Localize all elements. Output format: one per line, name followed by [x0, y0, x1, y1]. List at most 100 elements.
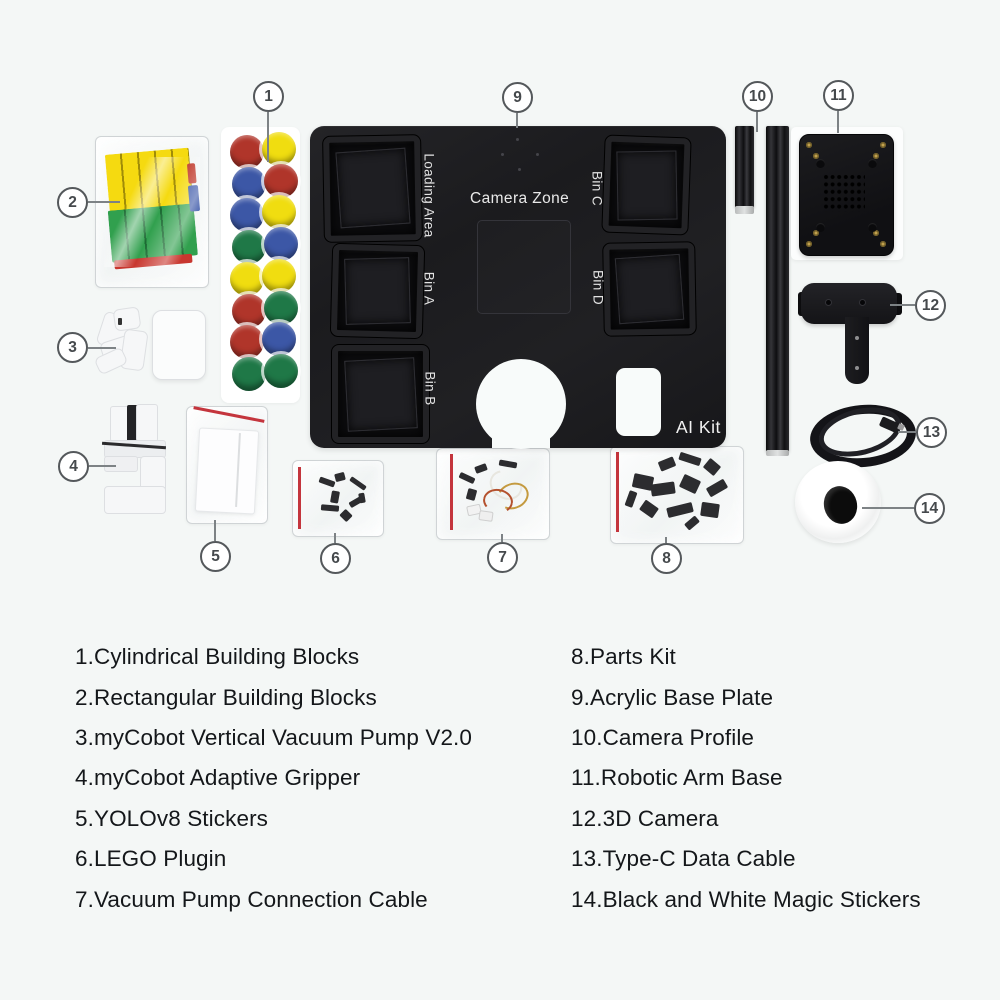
bin-b-container [332, 345, 429, 443]
parts-kit-bag [610, 446, 744, 544]
part-chip [465, 488, 478, 501]
leader-line-3 [88, 347, 116, 349]
part-chip [330, 490, 340, 504]
callout-number: 5 [211, 547, 220, 565]
screw-icon [873, 153, 879, 159]
cylinder-block-red [232, 294, 266, 328]
part-chip [705, 478, 729, 498]
callout-number: 11 [830, 86, 847, 104]
part-chip [702, 457, 722, 477]
part-list-item: 2.Rectangular Building Blocks [75, 684, 377, 710]
leader-line-7 [501, 534, 503, 542]
camera-profile-long [766, 126, 789, 452]
part-chip [458, 471, 476, 485]
screw-hole [501, 153, 504, 156]
stem-screw-hole [855, 366, 859, 370]
callout-number: 6 [331, 549, 340, 567]
bag-zip-line [193, 406, 265, 423]
cable-connector [478, 510, 494, 522]
callout-12: 12 [915, 290, 946, 321]
screw-icon [806, 241, 812, 247]
rectangular-blocks-bag [95, 136, 209, 288]
rubber-foot [868, 223, 877, 232]
loading-area-bin [323, 135, 422, 242]
leader-line-12 [890, 304, 915, 306]
part-list-item: 11.Robotic Arm Base [571, 765, 783, 791]
leader-line-8 [665, 537, 667, 543]
bin-b-label: Bin B [422, 371, 438, 406]
callout-7: 7 [487, 542, 518, 573]
callout-10: 10 [742, 81, 773, 112]
part-chip [657, 456, 677, 472]
part-chip [624, 490, 638, 508]
part-list-item: 3.myCobot Vertical Vacuum Pump V2.0 [75, 724, 473, 750]
part-list-item: 10.Camera Profile [571, 724, 755, 750]
magic-stickers-roll [795, 461, 881, 543]
callout-number: 9 [513, 88, 522, 106]
screw-icon [880, 142, 886, 148]
callout-number: 14 [920, 499, 939, 517]
cylinder-block-blue [262, 322, 296, 356]
leader-line-9 [516, 113, 518, 128]
screw-icon [813, 153, 819, 159]
camera-zone-label: Camera Zone [470, 190, 570, 207]
cylinder-block-yellow [262, 195, 296, 229]
callout-13: 13 [916, 417, 947, 448]
yolov8-stickers-bag [186, 406, 268, 524]
callout-9: 9 [502, 82, 533, 113]
part-chip [474, 463, 488, 474]
acrylic-base-plate: Loading Area Bin A Bin B Bin C Bin D Cam… [310, 126, 726, 449]
callout-number: 12 [921, 296, 940, 314]
cylinder-block-blue [264, 227, 298, 261]
callout-number: 13 [922, 423, 941, 441]
blue-blocks [187, 184, 201, 212]
vent-hole-grid [823, 174, 865, 212]
part-chip [318, 476, 336, 488]
cylinder-block-green [232, 230, 266, 264]
part-chip [639, 499, 659, 519]
gripper-body-top [104, 456, 138, 472]
leader-line-5 [214, 520, 216, 541]
callout-number: 1 [264, 87, 273, 105]
part-list-item: 8.Parts Kit [571, 644, 676, 670]
camera-hole [860, 300, 865, 305]
bin-c-container [602, 135, 691, 235]
rubber-foot [816, 223, 825, 232]
pump-detail [118, 318, 122, 325]
gripper-body-bottom [104, 486, 166, 514]
cylinder-block-red [264, 164, 298, 198]
screw-icon [873, 230, 879, 236]
robotic-arm-base [799, 134, 894, 256]
part-chip [678, 473, 702, 495]
screw-hole [518, 168, 521, 171]
vacuum-pump-group [93, 304, 210, 386]
callout-3: 3 [57, 332, 88, 363]
leader-line-1 [267, 112, 269, 162]
part-list-item: 12.3D Camera [571, 805, 719, 831]
leader-line-13 [898, 431, 916, 433]
part-chip [334, 471, 346, 483]
bin-a-container [330, 243, 425, 339]
screw-icon [806, 142, 812, 148]
square-cutout [616, 368, 661, 436]
3d-camera [798, 280, 908, 388]
bin-c-label: Bin C [589, 170, 605, 206]
callout-6: 6 [320, 543, 351, 574]
profile-end-cap [735, 206, 754, 214]
vacuum-pump-box [152, 310, 206, 380]
ai-kit-label: AI Kit [676, 417, 721, 437]
bin-a-label: Bin A [421, 271, 437, 306]
lego-plugin-bag [292, 460, 384, 537]
callout-1: 1 [253, 81, 284, 112]
cylinder-grid [230, 132, 300, 405]
callout-number: 7 [498, 548, 507, 566]
callout-11: 11 [823, 80, 854, 111]
part-chip [498, 459, 518, 469]
callout-5: 5 [200, 541, 231, 572]
part-list-item: 5.YOLOv8 Stickers [75, 805, 269, 831]
part-list-item: 13.Type-C Data Cable [571, 846, 796, 872]
callout-number: 2 [68, 193, 77, 211]
